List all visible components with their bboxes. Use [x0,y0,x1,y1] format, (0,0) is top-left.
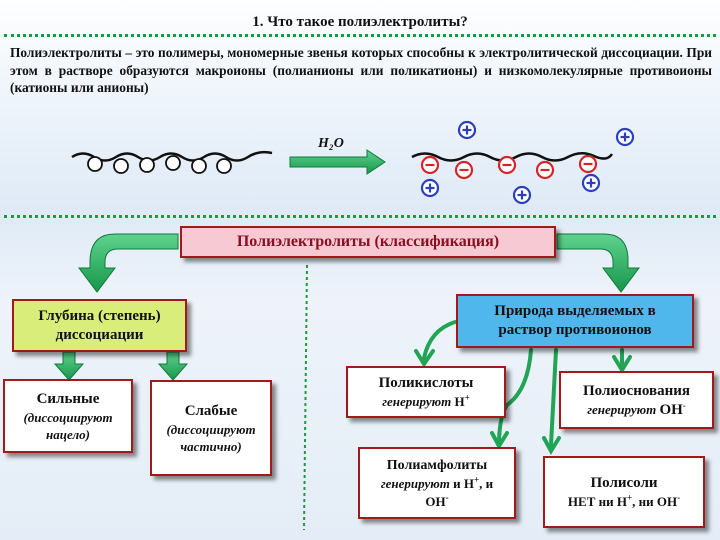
ampholytes-charge2: - [445,492,449,503]
polyacids-charge: + [464,392,470,403]
monomer-unit-icon [191,158,207,174]
polysalts-ion1: H [616,493,627,509]
ampholytes-ion2: OH [425,494,446,509]
arrow-to-polysalts [549,348,558,447]
depth-box: Глубина (степень) диссоциации [12,299,187,352]
ampholytes-gen: генерируют [380,476,450,491]
monomer-unit-icon [165,155,181,171]
nature-label: Природа выделяемых в раствор противоионо… [494,303,656,338]
polyacids-ion: H [454,394,465,409]
classification-label: Полиэлектролиты (классификация) [236,233,500,250]
polyacids-gen: генерируют [382,394,452,409]
monomer-unit-icon [216,158,232,174]
strong-box: Сильные (диссоциируют нацело) [3,379,133,453]
page-title: 1. Что такое полиэлектролиты? [252,14,468,30]
polybases-box: Полиоснования генерируют OH- [559,371,714,429]
monomer-unit-icon [87,156,103,172]
monomer-unit-icon [139,157,155,173]
definition-text: Полиэлектролиты – это полимеры, мономерн… [10,45,712,95]
ampholytes-name: Полиамфолиты [386,458,488,473]
polybases-name: Полиоснования [583,382,690,399]
polysalts-ion2: OH [656,493,678,509]
arrow-to-strong [53,351,85,381]
ions-group [420,120,635,205]
arrow-to-weak [157,351,189,381]
classification-box: Полиэлектролиты (классификация) [180,226,556,258]
ampholytes-ion1: H [463,476,474,491]
polysalts-box: Полисоли НЕТ ни H+, ни OH- [543,456,705,528]
polyacids-box: Поликислоты генерируют H+ [346,366,506,418]
polysalts-charge2: - [677,492,681,503]
water-label: H₂O [318,136,344,151]
nature-box: Природа выделяемых в раствор противоионо… [456,294,694,348]
ampholytes-charge1: + [473,474,480,485]
ampholytes-and2: , и [479,476,494,491]
weak-note: (диссоциируют частично) [166,421,256,454]
nature-arrows [414,320,632,456]
ampholytes-box: Полиамфолиты генерируют и H+, и OH- [358,447,516,519]
polybases-ion: OH [659,401,683,418]
polybases-gen: генерируют [587,401,657,417]
polysalts-nor: , ни [632,493,654,509]
depth-label: Глубина (степень) диссоциации [38,307,161,343]
vertical-separator [303,264,308,531]
ampholytes-and: и [453,476,461,491]
arrow-to-nature [556,233,640,293]
monomer-unit-icon [113,158,129,174]
polysalts-name: Полисоли [590,474,658,491]
top-separator [4,34,716,37]
strong-name: Сильные [36,390,100,407]
polyacids-name: Поликислоты [378,375,474,391]
dissociation-arrow [289,149,386,175]
weak-box: Слабые (диссоциируют частично) [150,380,272,476]
polysalts-charge1: + [626,492,633,503]
arrow-to-polyacids [422,320,457,360]
polybases-charge: - [682,400,686,411]
strong-note: (диссоциируют нацело) [23,409,113,442]
arrow-to-depth [78,233,179,293]
middle-separator [4,215,716,218]
neutral-polymer-chain [71,150,273,174]
polysalts-none: НЕТ ни [567,493,614,509]
charged-polymer-chain [411,152,614,162]
arrow-to-ampholytes [497,348,533,442]
weak-name: Слабые [184,402,238,419]
